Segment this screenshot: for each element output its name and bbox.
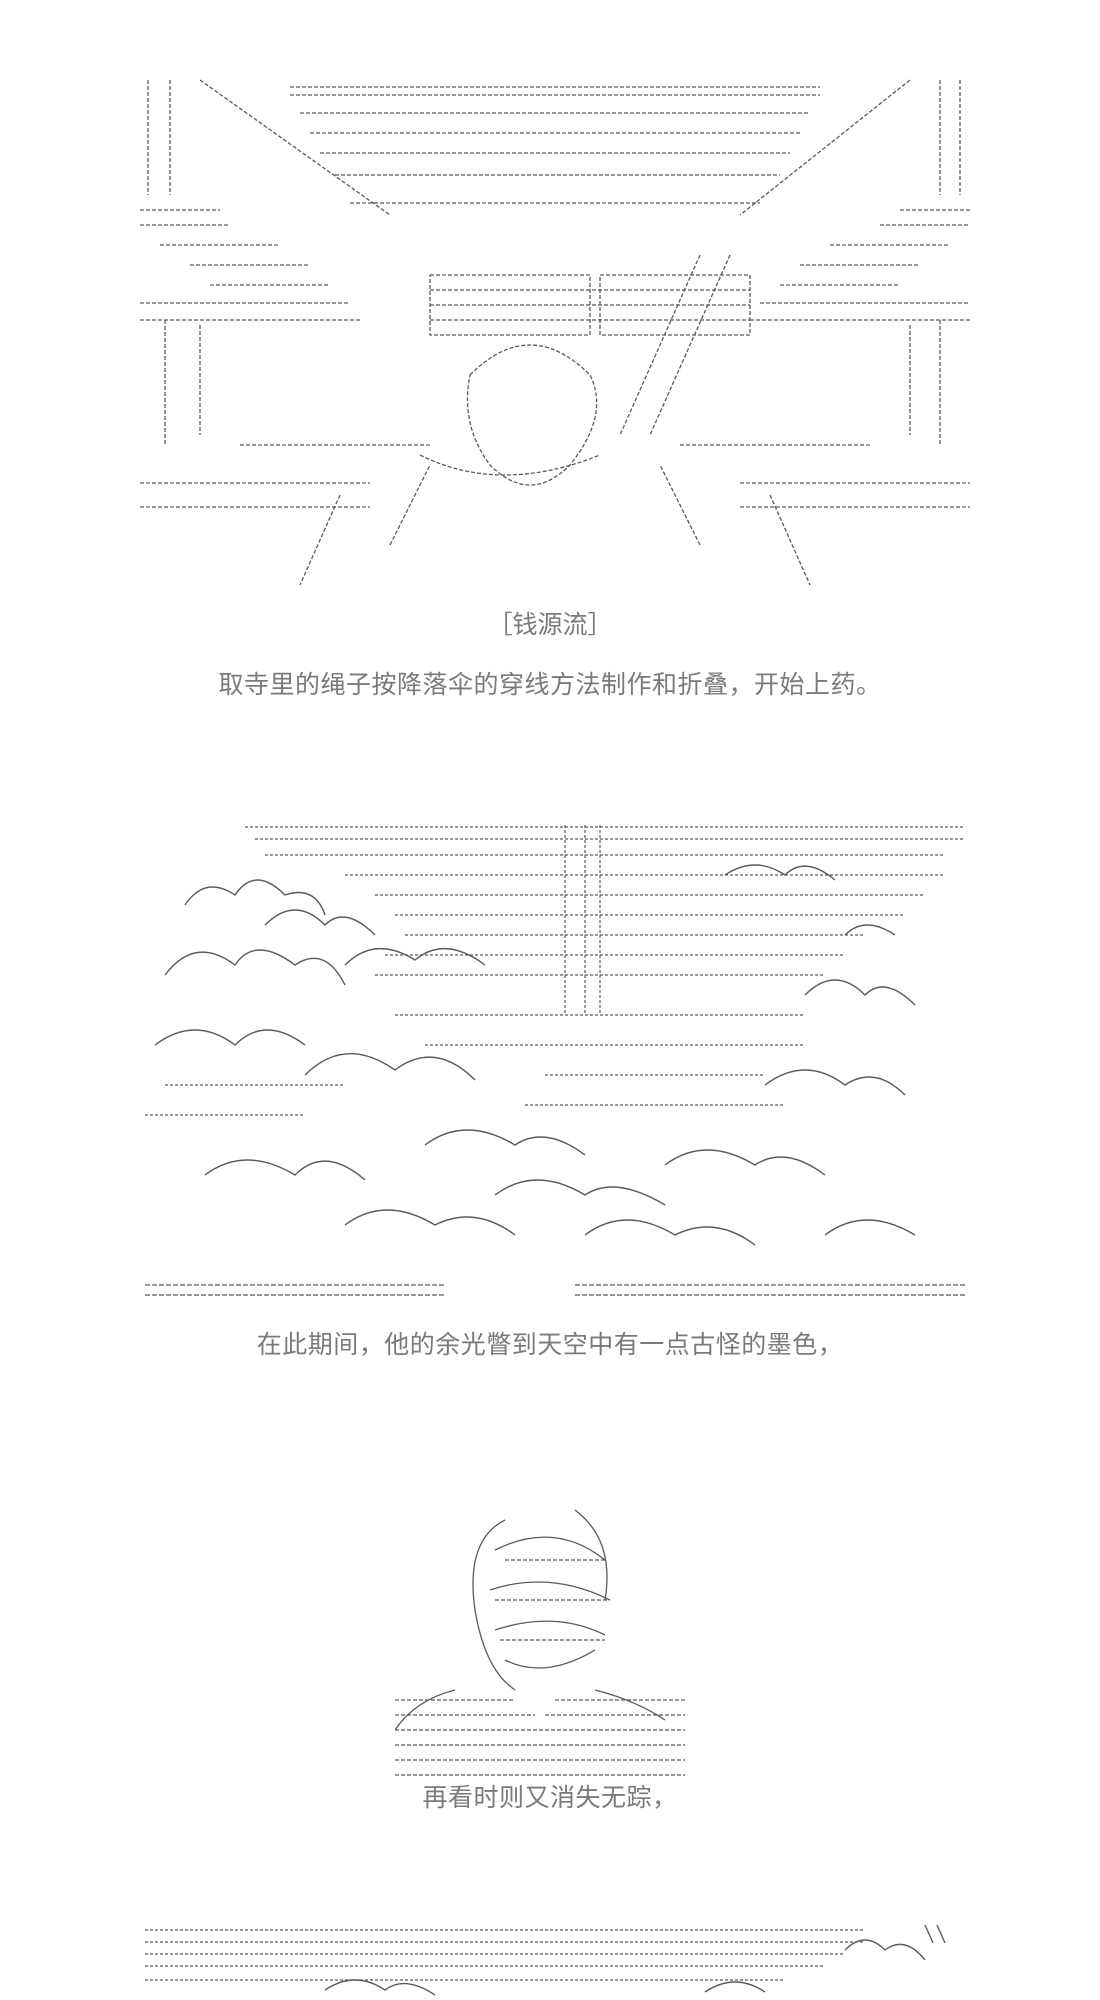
ascii-art-temple-hall bbox=[140, 79, 970, 586]
ascii-art-figure bbox=[395, 1509, 685, 1776]
chapter-title: ［钱源流］ bbox=[487, 610, 613, 639]
caption-disappeared: 再看时则又消失无踪， bbox=[422, 1783, 678, 1812]
caption-parachute: 取寺里的绳子按降落伞的穿线方法制作和折叠，开始上药。 bbox=[218, 670, 882, 699]
caption-ink-in-sky: 在此期间，他的余光瞥到天空中有一点古怪的墨色， bbox=[256, 1330, 844, 1359]
ascii-art-sky-fragment bbox=[145, 1924, 946, 1996]
ascii-art-clouds-sky bbox=[145, 825, 965, 1296]
